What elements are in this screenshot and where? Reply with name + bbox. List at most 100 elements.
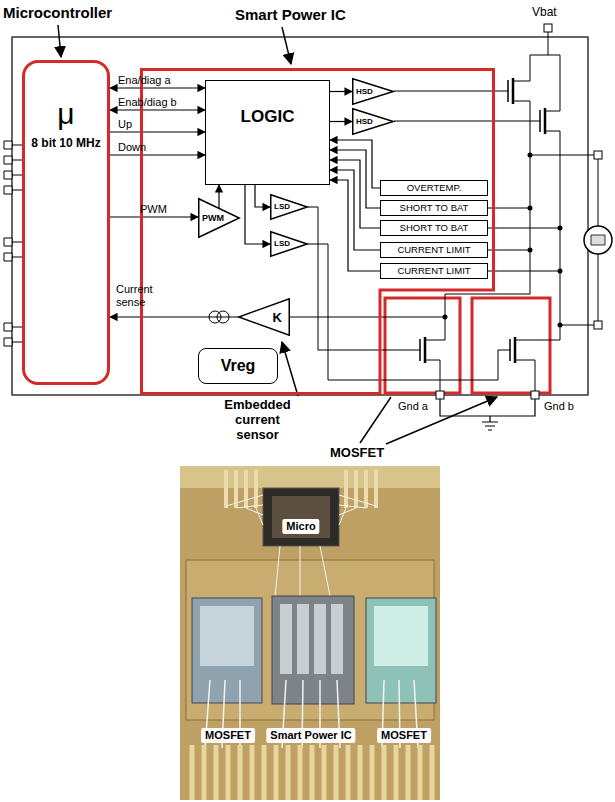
block-text: HSD [356, 88, 373, 96]
triangle-outline [239, 299, 290, 336]
smart-power-die [272, 596, 354, 704]
region-outline [142, 70, 494, 394]
lead-frame [180, 466, 440, 488]
signal-connector [330, 91, 352, 92]
block-text: SHORT TO BAT [400, 203, 469, 213]
signal-connector [330, 170, 380, 250]
driver-triangle: HSD [352, 108, 394, 135]
block-text: K [273, 311, 282, 324]
gate-wire [394, 91, 540, 121]
signal-connector [110, 131, 205, 132]
micro-die [263, 488, 339, 546]
signal-connector [110, 87, 205, 88]
pin-wire [12, 145, 22, 342]
block-text: LSD [274, 240, 290, 248]
block-text: CURRENT LIMIT [397, 266, 470, 276]
signal-connector [330, 140, 380, 188]
photo-label: MOSFET [201, 728, 255, 743]
micro-die-core [272, 496, 330, 538]
mosfet-outline [472, 298, 550, 393]
regulator-box: Vreg [198, 348, 278, 384]
mosfet-outline [385, 298, 460, 393]
block-text: μ [57, 97, 74, 130]
status-box: SHORT TO BAT [380, 220, 488, 236]
triangle-outline [271, 195, 308, 220]
gate-wire [308, 207, 510, 380]
triangle-outline [271, 232, 308, 257]
status-box: CURRENT LIMIT [380, 263, 488, 279]
block-text: LSD [274, 203, 290, 211]
photo-label: MOSFET [377, 728, 431, 743]
signal-label: Ena/diag a [118, 74, 171, 87]
triangle-outline [353, 79, 394, 105]
mosfet-die [192, 598, 262, 703]
region-heading: Smart Power IC [235, 6, 346, 23]
triangle-outline [353, 109, 394, 135]
pin-name: Gnd b [544, 400, 574, 413]
signal-connector [330, 150, 380, 208]
block-text: HSD [356, 118, 373, 126]
signal-label: Enab/diag b [118, 96, 177, 109]
triangle-svg [238, 298, 290, 336]
mosfet-channel [513, 78, 545, 134]
block-text: LOGIC [241, 107, 295, 127]
leader-arrow [282, 27, 291, 64]
signal-connector [330, 180, 380, 271]
block-text: 8 bit 10 MHz [31, 136, 100, 150]
signal-label: Current sense [116, 283, 171, 308]
pin-square [594, 151, 602, 159]
driver-triangle: LSD [270, 194, 308, 220]
pwm-triangle: PWM [198, 198, 240, 238]
signal-connector [110, 109, 205, 110]
driver-triangle: HSD [352, 78, 394, 105]
amplifier-triangle: K [238, 298, 290, 336]
signal-connector [110, 216, 198, 217]
die-pad [280, 604, 343, 674]
bond-wire [226, 495, 376, 598]
status-box: OVERTEMP. [380, 180, 488, 196]
signal-label: PWM [140, 203, 167, 216]
callout-label: Microcontroller [3, 4, 112, 21]
pin-square [436, 391, 444, 399]
triangle-outline [199, 199, 240, 238]
signal-connector [330, 121, 352, 122]
block-text: PWM [202, 214, 224, 223]
smart-power-ic-region: Smart Power ICLOGICHSDHSDOVERTEMP.SHORT … [140, 68, 495, 395]
callout-label: Embedded current sensor [215, 398, 300, 443]
block-text: Vreg [221, 357, 256, 375]
photo-label: Smart Power IC [266, 728, 355, 743]
pin-square [544, 24, 552, 32]
motor-armature [591, 235, 605, 245]
signal-connector [255, 185, 270, 207]
photo-background [180, 466, 440, 800]
signal-connector [245, 185, 270, 244]
pin-name: Vbat [532, 6, 557, 20]
leader-arrow [282, 342, 298, 396]
logic-block: LOGIC [205, 80, 330, 185]
status-box: CURRENT LIMIT [380, 242, 488, 258]
pin-square [531, 391, 539, 399]
module-frame [12, 37, 588, 395]
signal-connector [218, 185, 219, 208]
sense-wire [290, 317, 445, 318]
block-text: OVERTEMP. [407, 183, 462, 193]
leader-arrow [360, 397, 497, 444]
motor-symbol [584, 226, 612, 254]
mosfet-die-core [200, 606, 254, 666]
lead-pin [192, 745, 432, 800]
photo-label: Micro [282, 519, 319, 534]
driver-triangle: LSD [270, 231, 308, 257]
callout-label: MOSFET [330, 446, 384, 461]
mosfet-gate [420, 339, 510, 361]
pin-name: Gnd a [398, 400, 428, 413]
signal-label: Down [118, 141, 146, 154]
signal-connector [110, 154, 205, 155]
signal-label: Up [118, 118, 132, 131]
status-box: SHORT TO BAT [380, 200, 488, 216]
leader-arrow [58, 25, 61, 57]
microcontroller-box: μ 8 bit 10 MHz [22, 60, 110, 385]
block-text: CURRENT LIMIT [397, 245, 470, 255]
mosfet-die [366, 598, 436, 703]
block-text: SHORT TO BAT [400, 223, 469, 233]
